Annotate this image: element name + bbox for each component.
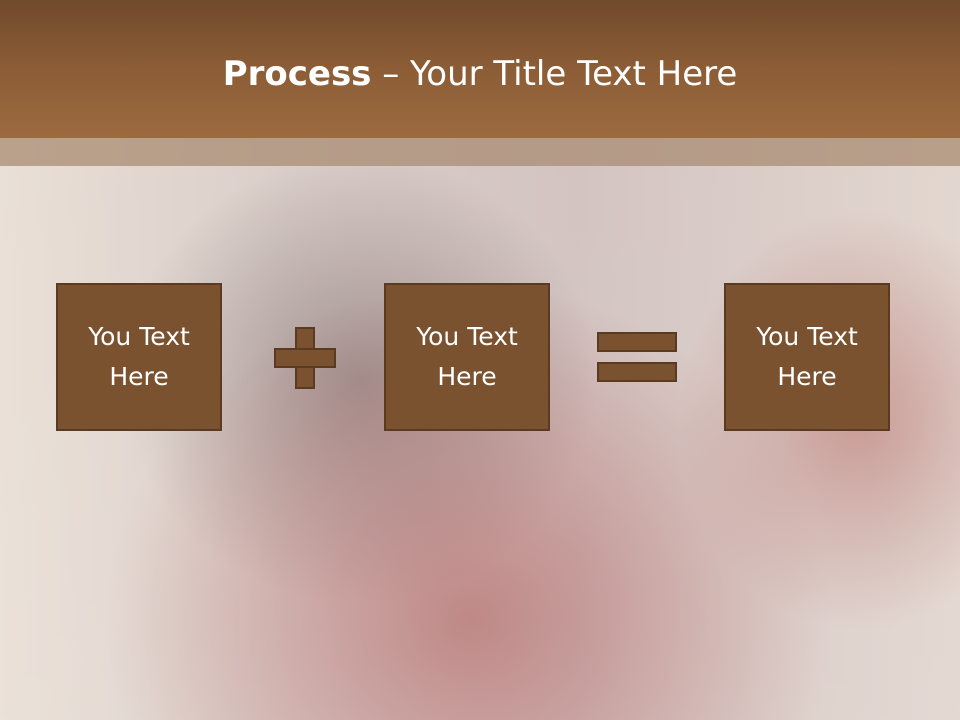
slide-title: Process – Your Title Text Here — [0, 52, 960, 96]
plus-icon — [274, 327, 336, 389]
process-box-1: You Text Here — [56, 283, 222, 431]
process-box-2: You Text Here — [384, 283, 550, 431]
title-bar — [0, 0, 960, 138]
plus-center — [297, 350, 313, 366]
process-box-3-text: You Text Here — [742, 317, 872, 397]
process-box-3-line2: Here — [777, 362, 837, 391]
title-rest-text: – Your Title Text Here — [371, 54, 738, 94]
equals-top-bar — [597, 332, 677, 352]
process-box-3: You Text Here — [724, 283, 890, 431]
process-box-2-line2: Here — [437, 362, 497, 391]
process-box-3-line1: You Text — [756, 322, 858, 351]
process-box-2-text: You Text Here — [402, 317, 532, 397]
equals-icon — [597, 332, 677, 384]
process-box-1-line1: You Text — [88, 322, 190, 351]
title-bold-text: Process — [222, 54, 372, 94]
process-box-2-line1: You Text — [416, 322, 518, 351]
equals-bottom-bar — [597, 362, 677, 382]
process-box-1-text: You Text Here — [74, 317, 204, 397]
process-box-1-line2: Here — [109, 362, 169, 391]
title-bar-strip — [0, 138, 960, 166]
